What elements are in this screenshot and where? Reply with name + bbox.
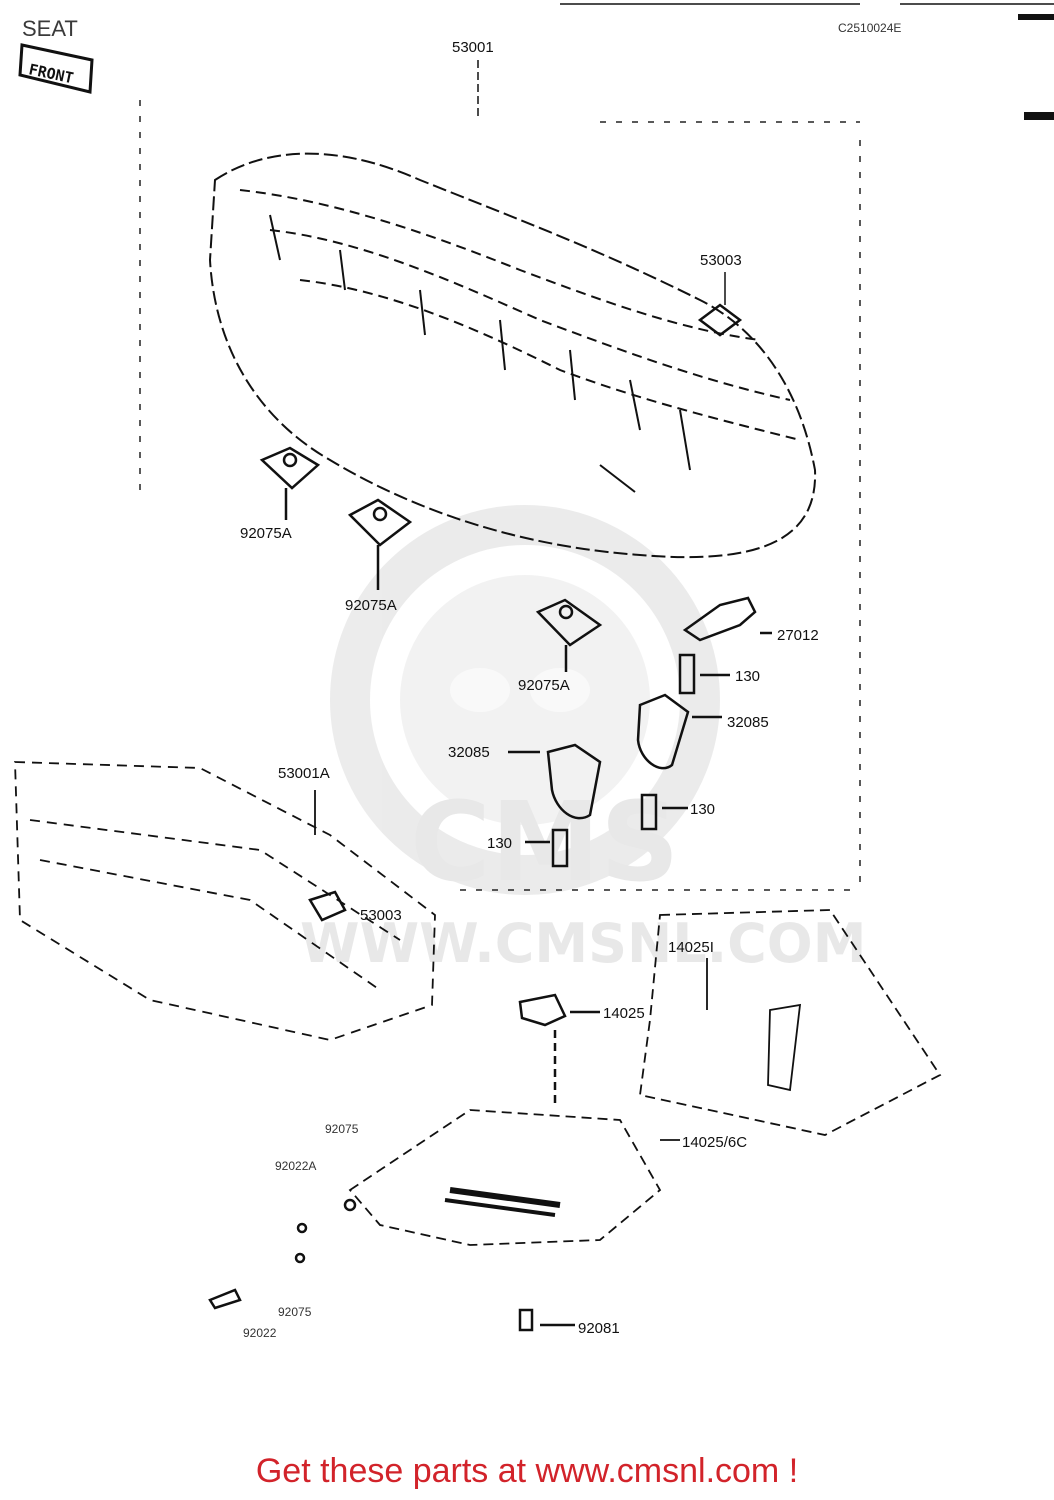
- label-53001A: 53001A: [278, 765, 330, 782]
- header-marks: [560, 3, 1054, 120]
- part-labels: 53001 53003 92075A 92075A 92075A 27012 1…: [240, 39, 819, 1340]
- tail-cover-53001A: [14, 761, 436, 1041]
- seat-main: [208, 152, 817, 559]
- header-code: C2510024E: [838, 21, 901, 35]
- label-32085-right: 32085: [727, 714, 769, 731]
- small-fasteners: [208, 1198, 575, 1332]
- label-53001: 53001: [452, 39, 494, 56]
- pad-14025: [518, 993, 600, 1105]
- label-92022: 92022: [243, 1326, 277, 1340]
- bolt-130-a: [678, 653, 730, 695]
- bracket-32085-left: [508, 743, 602, 820]
- label-92075: 92075: [325, 1122, 359, 1136]
- label-140251: 14025I: [668, 939, 714, 956]
- rubber-damper-2: [347, 498, 413, 590]
- label-92075A-3: 92075A: [518, 677, 570, 694]
- label-92075-small: 92075: [278, 1305, 312, 1319]
- label-92075A-1: 92075A: [240, 525, 292, 542]
- bracket-32085-right: [636, 693, 722, 770]
- rubber-damper-3: [535, 598, 603, 672]
- tray-140251: [638, 909, 942, 1136]
- label-53003-tail: 53003: [360, 907, 402, 924]
- label-14025: 14025: [603, 1005, 645, 1022]
- hook-27012: [682, 596, 772, 642]
- label-53003-seat: 53003: [700, 252, 742, 269]
- watermark-url: WWW.CMSNL.COM: [300, 912, 866, 975]
- cms-watermark: CMS WWW.CMSNL.COM: [300, 505, 866, 975]
- label-130-b: 130: [690, 801, 715, 818]
- label-92075A-2: 92075A: [345, 597, 397, 614]
- rubber-damper-1: [259, 446, 321, 520]
- label-130-a: 130: [735, 668, 760, 685]
- label-32085-left: 32085: [448, 744, 490, 761]
- tool-case: [348, 1109, 680, 1246]
- label-92022A: 92022A: [275, 1159, 316, 1173]
- seat-exploded-diagram: CMS WWW.CMSNL.COM C2510024E FRONT: [14, 3, 1054, 1340]
- label-130-c: 130: [487, 835, 512, 852]
- footer-promo-link[interactable]: Get these parts at www.cmsnl.com !: [255, 1452, 799, 1490]
- dashed-frame: [139, 100, 861, 891]
- label-14025-6C: 14025/6C: [682, 1134, 747, 1151]
- label-27012: 27012: [777, 627, 819, 644]
- bolt-130-b: [640, 793, 688, 831]
- front-arrow-icon: FRONT: [18, 43, 94, 94]
- bolt-130-c: [525, 828, 569, 868]
- page-title: SEAT: [22, 16, 78, 41]
- label-92081: 92081: [578, 1320, 620, 1337]
